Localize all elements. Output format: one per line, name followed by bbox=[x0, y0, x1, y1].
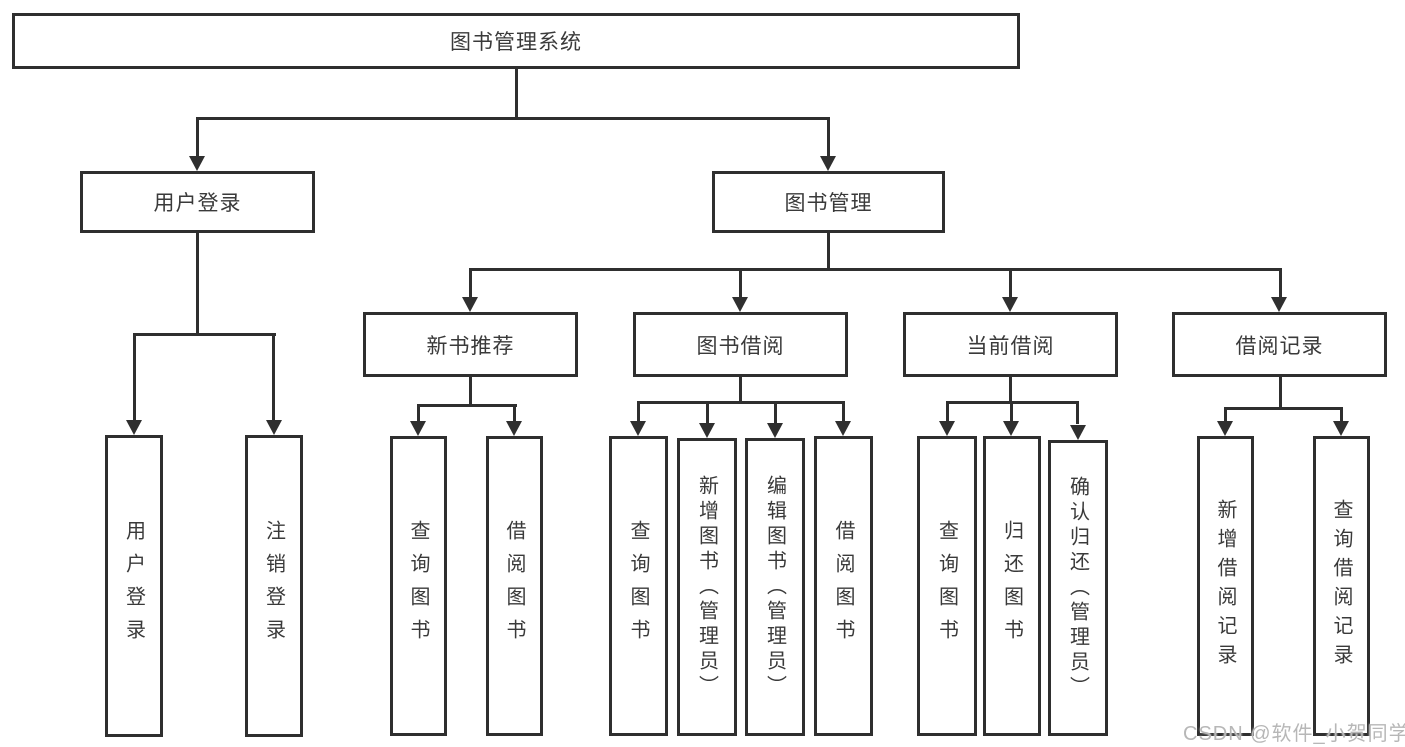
arrow-down-icon bbox=[939, 421, 955, 436]
node-query-books-current: 查询图书 bbox=[917, 436, 977, 736]
node-user-login-leaf: 用户登录 bbox=[105, 435, 163, 737]
node-add-books-admin: 新增图书（管理员） bbox=[677, 438, 737, 736]
connector-line bbox=[706, 401, 709, 424]
connector-line bbox=[827, 117, 830, 159]
connector-line bbox=[272, 333, 275, 421]
arrow-down-icon bbox=[820, 156, 836, 171]
arrow-down-icon bbox=[1070, 425, 1086, 440]
connector-line bbox=[1010, 401, 1013, 424]
node-add-borrowing-record: 新增借阅记录 bbox=[1197, 436, 1254, 736]
connector-line bbox=[469, 268, 472, 298]
connector-line bbox=[637, 401, 640, 424]
connector-line bbox=[1009, 268, 1012, 298]
arrow-down-icon bbox=[732, 297, 748, 312]
arrow-down-icon bbox=[189, 156, 205, 171]
arrow-down-icon bbox=[835, 421, 851, 436]
node-query-books-recommend: 查询图书 bbox=[390, 436, 447, 736]
node-current-borrowing: 当前借阅 bbox=[903, 312, 1118, 377]
arrow-down-icon bbox=[1271, 297, 1287, 312]
connector-line bbox=[133, 333, 136, 421]
connector-line bbox=[513, 404, 516, 424]
arrow-down-icon bbox=[506, 421, 522, 436]
connector-line bbox=[637, 401, 845, 404]
connector-line bbox=[1076, 401, 1079, 424]
arrow-down-icon bbox=[1217, 421, 1233, 436]
connector-line bbox=[133, 333, 276, 336]
node-return-books: 归还图书 bbox=[983, 436, 1041, 736]
connector-line bbox=[196, 117, 199, 159]
connector-line bbox=[842, 401, 845, 424]
node-borrowing-records: 借阅记录 bbox=[1172, 312, 1387, 377]
arrow-down-icon bbox=[462, 297, 478, 312]
node-borrow-books: 借阅图书 bbox=[814, 436, 873, 736]
node-confirm-return-admin: 确认归还（管理员） bbox=[1048, 440, 1108, 736]
arrow-down-icon bbox=[410, 421, 426, 436]
arrow-down-icon bbox=[1002, 297, 1018, 312]
csdn-watermark: CSDN @软件_小贺同学 bbox=[1183, 723, 1405, 745]
node-query-borrowing-record: 查询借阅记录 bbox=[1313, 436, 1370, 736]
node-edit-books-admin: 编辑图书（管理员） bbox=[745, 438, 805, 736]
connector-line bbox=[196, 117, 830, 120]
arrow-down-icon bbox=[266, 420, 282, 435]
connector-line bbox=[1224, 407, 1227, 424]
node-library-management-system: 图书管理系统 bbox=[12, 13, 1020, 69]
connector-line bbox=[1009, 377, 1012, 404]
node-new-book-recommendation: 新书推荐 bbox=[363, 312, 578, 377]
node-logout-leaf: 注销登录 bbox=[245, 435, 303, 737]
arrow-down-icon bbox=[767, 423, 783, 438]
connector-line bbox=[827, 233, 830, 271]
connector-line bbox=[1340, 407, 1343, 424]
node-user-login: 用户登录 bbox=[80, 171, 315, 233]
connector-line bbox=[515, 69, 518, 120]
connector-line bbox=[196, 233, 199, 336]
arrow-down-icon bbox=[1003, 421, 1019, 436]
node-book-management: 图书管理 bbox=[712, 171, 945, 233]
connector-line bbox=[739, 268, 742, 298]
node-borrow-books-recommend: 借阅图书 bbox=[486, 436, 543, 736]
connector-line bbox=[469, 268, 1282, 271]
connector-line bbox=[1279, 377, 1282, 410]
connector-line bbox=[469, 377, 472, 407]
connector-line bbox=[1279, 268, 1282, 298]
node-query-books-borrow: 查询图书 bbox=[609, 436, 668, 736]
arrow-down-icon bbox=[630, 421, 646, 436]
connector-line bbox=[739, 377, 742, 404]
connector-line bbox=[417, 404, 517, 407]
connector-line bbox=[417, 404, 420, 424]
arrow-down-icon bbox=[126, 420, 142, 435]
connector-line bbox=[946, 401, 949, 424]
connector-line bbox=[774, 401, 777, 424]
arrow-down-icon bbox=[699, 423, 715, 438]
connector-line bbox=[1224, 407, 1343, 410]
node-book-borrowing: 图书借阅 bbox=[633, 312, 848, 377]
arrow-down-icon bbox=[1333, 421, 1349, 436]
